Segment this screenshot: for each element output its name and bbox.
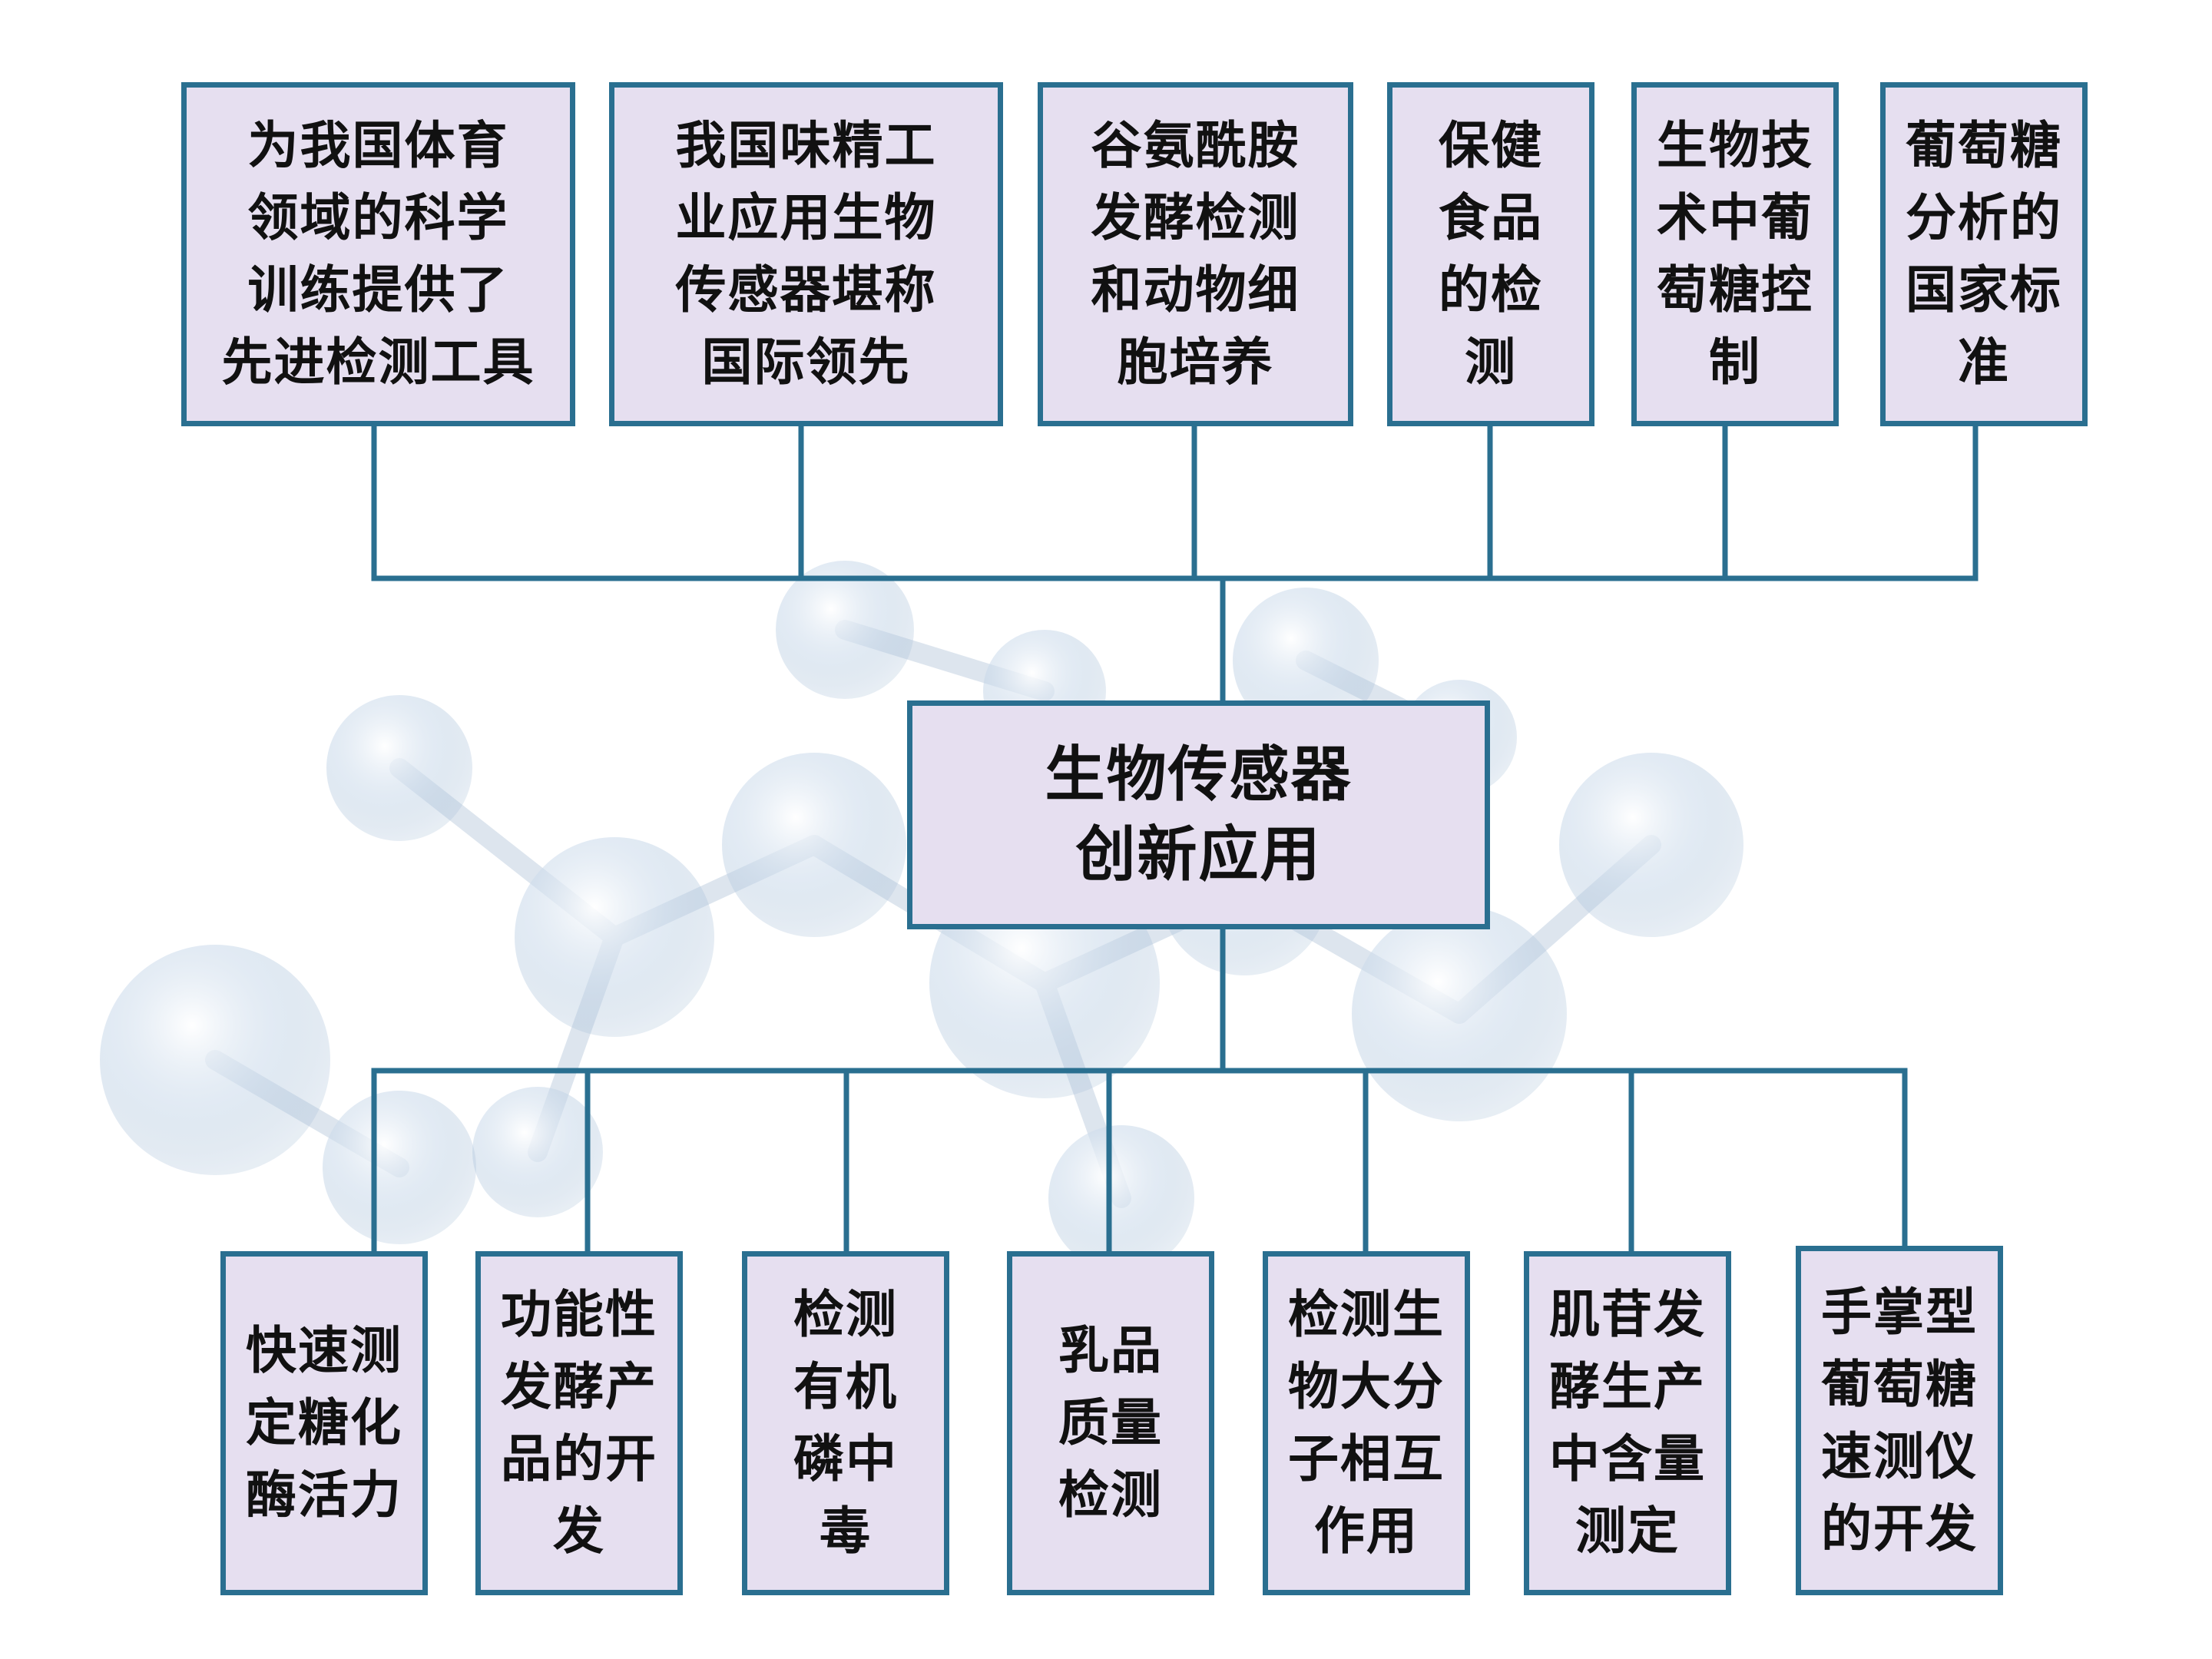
bottom-node-5: 检测生 物大分 子相互 作用 <box>1263 1251 1470 1595</box>
top-node-4-label: 保健 食品 的检 测 <box>1439 116 1543 392</box>
bottom-node-3-label: 检测 有机 磷中 毒 <box>793 1285 898 1561</box>
bottom-node-7-label: 手掌型 葡萄糖 速测仪 的开发 <box>1821 1282 1978 1558</box>
top-node-2: 我国味精工 业应用生物 传感器堪称 国际领先 <box>609 82 1003 426</box>
center-node-label: 生物传感器 创新应用 <box>1045 740 1353 889</box>
top-node-3: 谷氨酰胺 发酵检测 和动物细 胞培养 <box>1038 82 1353 426</box>
center-node: 生物传感器 创新应用 <box>907 700 1490 929</box>
top-node-1: 为我国体育 领域的科学 训练提供了 先进检测工具 <box>181 82 575 426</box>
bottom-node-4: 乳品 质量 检测 <box>1007 1251 1214 1595</box>
bottom-node-7: 手掌型 葡萄糖 速测仪 的开发 <box>1796 1246 2003 1595</box>
bottom-node-6-label: 肌苷发 酵生产 中含量 测定 <box>1549 1285 1706 1561</box>
bottom-node-1: 快速测 定糖化 酶活力 <box>220 1251 428 1595</box>
top-node-3-label: 谷氨酰胺 发酵检测 和动物细 胞培养 <box>1091 116 1300 392</box>
bottom-node-3: 检测 有机 磷中 毒 <box>742 1251 949 1595</box>
top-node-5-label: 生物技 术中葡 萄糖控 制 <box>1657 116 1813 392</box>
bottom-node-5-label: 检测生 物大分 子相互 作用 <box>1288 1285 1445 1561</box>
top-node-5: 生物技 术中葡 萄糖控 制 <box>1631 82 1839 426</box>
bottom-node-2-label: 功能性 发酵产 品的开 发 <box>501 1285 657 1561</box>
top-node-4: 保健 食品 的检 测 <box>1387 82 1594 426</box>
top-node-6: 葡萄糖 分析的 国家标 准 <box>1880 82 2088 426</box>
top-node-6-label: 葡萄糖 分析的 国家标 准 <box>1906 116 2062 392</box>
bottom-node-6: 肌苷发 酵生产 中含量 测定 <box>1524 1251 1731 1595</box>
top-node-1-label: 为我国体育 领域的科学 训练提供了 先进检测工具 <box>221 116 535 392</box>
bottom-node-4-label: 乳品 质量 检测 <box>1058 1321 1163 1525</box>
bottom-node-2: 功能性 发酵产 品的开 发 <box>475 1251 683 1595</box>
top-node-2-label: 我国味精工 业应用生物 传感器堪称 国际领先 <box>675 116 937 392</box>
bottom-node-1-label: 快速测 定糖化 酶活力 <box>246 1321 402 1525</box>
molecule-atoms <box>100 561 1743 1271</box>
